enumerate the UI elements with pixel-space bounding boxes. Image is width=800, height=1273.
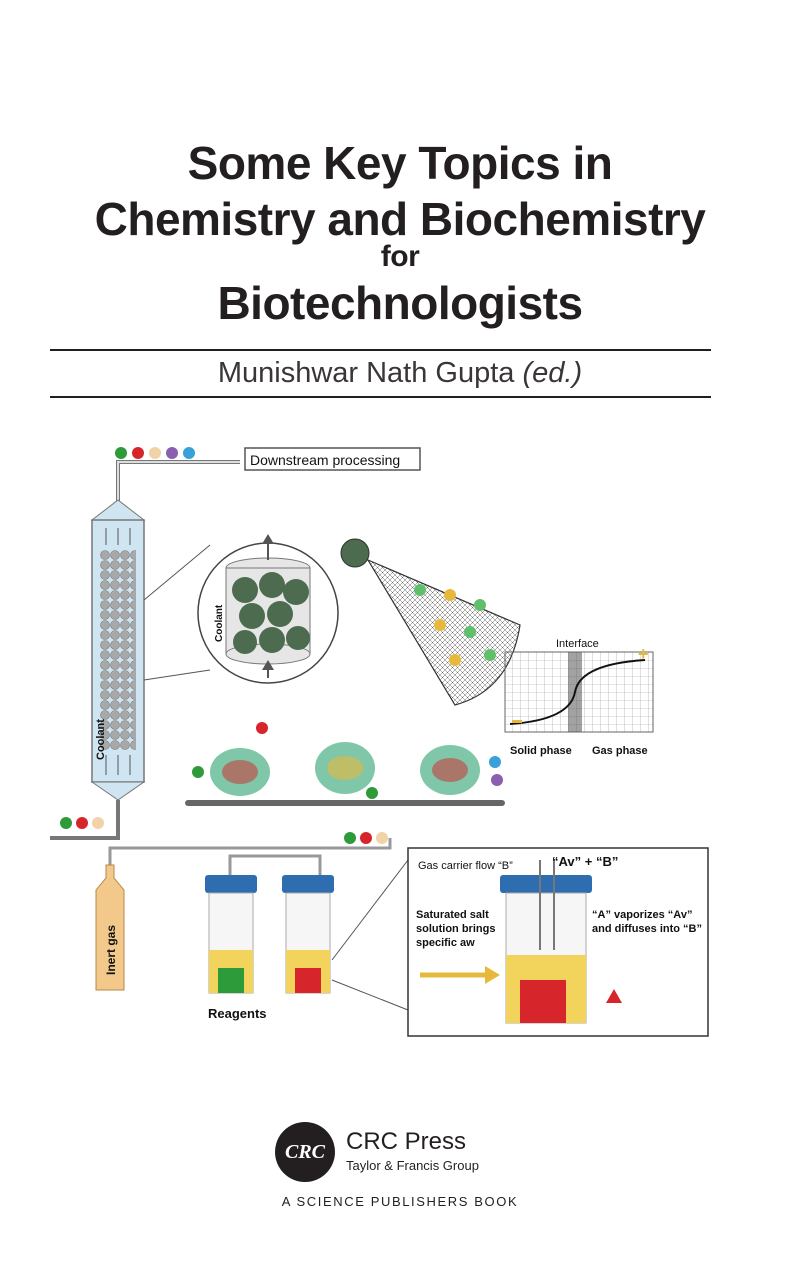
zoom-line bbox=[331, 979, 409, 1011]
product-dots-top bbox=[115, 447, 195, 459]
salt-line-3: specific aw bbox=[416, 937, 475, 949]
top-rule bbox=[50, 349, 711, 351]
reagents-label: Reagents bbox=[208, 1006, 267, 1021]
vapor-line-1: “A” vaporizes “Av” bbox=[592, 909, 692, 921]
downstream-label: Downstream processing bbox=[250, 452, 400, 468]
series-line: A SCIENCE PUBLISHERS BOOK bbox=[281, 1194, 519, 1209]
column-coolant-label: Coolant bbox=[95, 719, 107, 760]
reagent-vial-green bbox=[205, 875, 257, 994]
reagent-vial-red bbox=[282, 875, 334, 994]
inert-gas-cylinder bbox=[95, 864, 125, 991]
bead-zoom-cone bbox=[340, 538, 521, 706]
title-line-2: Chemistry and Biochemistry bbox=[94, 193, 706, 245]
zoom-line bbox=[331, 859, 409, 961]
cover-illustration: Downstream processing Coolant Coolant bbox=[50, 447, 709, 1037]
packed-column bbox=[50, 499, 146, 840]
title-line-4: Biotechnologists bbox=[217, 277, 583, 329]
editor-mark: (ed.) bbox=[522, 357, 583, 389]
svg-text:+: + bbox=[638, 644, 649, 664]
publisher-group: Taylor & Francis Group bbox=[346, 1158, 479, 1173]
outlet-pipe bbox=[116, 460, 240, 520]
enzyme-surface bbox=[185, 722, 505, 806]
bed-coolant-label: Coolant bbox=[214, 604, 225, 642]
vapor-line-2: and diffuses into “B” bbox=[592, 923, 702, 935]
interface-label: Interface bbox=[556, 638, 599, 650]
author-line: Munishwar Nath Gupta (ed.) bbox=[0, 357, 800, 390]
solid-phase-label: Solid phase bbox=[510, 745, 572, 757]
gas-carrier-label: Gas carrier flow “B” bbox=[418, 860, 513, 872]
author-name: Munishwar Nath Gupta bbox=[217, 357, 515, 389]
product-dots-bottom bbox=[60, 817, 104, 829]
zoom-line bbox=[143, 669, 211, 681]
inert-gas-label: Inert gas bbox=[104, 925, 118, 975]
title-line-1: Some Key Topics in bbox=[187, 137, 613, 189]
vial-detail-box bbox=[407, 847, 709, 1037]
zoom-line bbox=[143, 544, 211, 601]
gas-phase-label: Gas phase bbox=[592, 745, 648, 757]
title-line-3: for bbox=[380, 240, 420, 273]
publisher-name: CRC Press bbox=[346, 1128, 467, 1155]
salt-line-2: solution brings bbox=[416, 923, 495, 935]
salt-line-1: Saturated salt bbox=[416, 909, 489, 921]
av-b-label: “Av” + “B” bbox=[552, 854, 618, 869]
interface-plot: + bbox=[504, 644, 654, 733]
magnified-bed bbox=[197, 534, 339, 684]
gas-feed bbox=[108, 832, 392, 875]
bottom-rule bbox=[50, 396, 711, 398]
downstream-box bbox=[244, 447, 421, 471]
crc-logo: CRC bbox=[275, 1122, 335, 1182]
